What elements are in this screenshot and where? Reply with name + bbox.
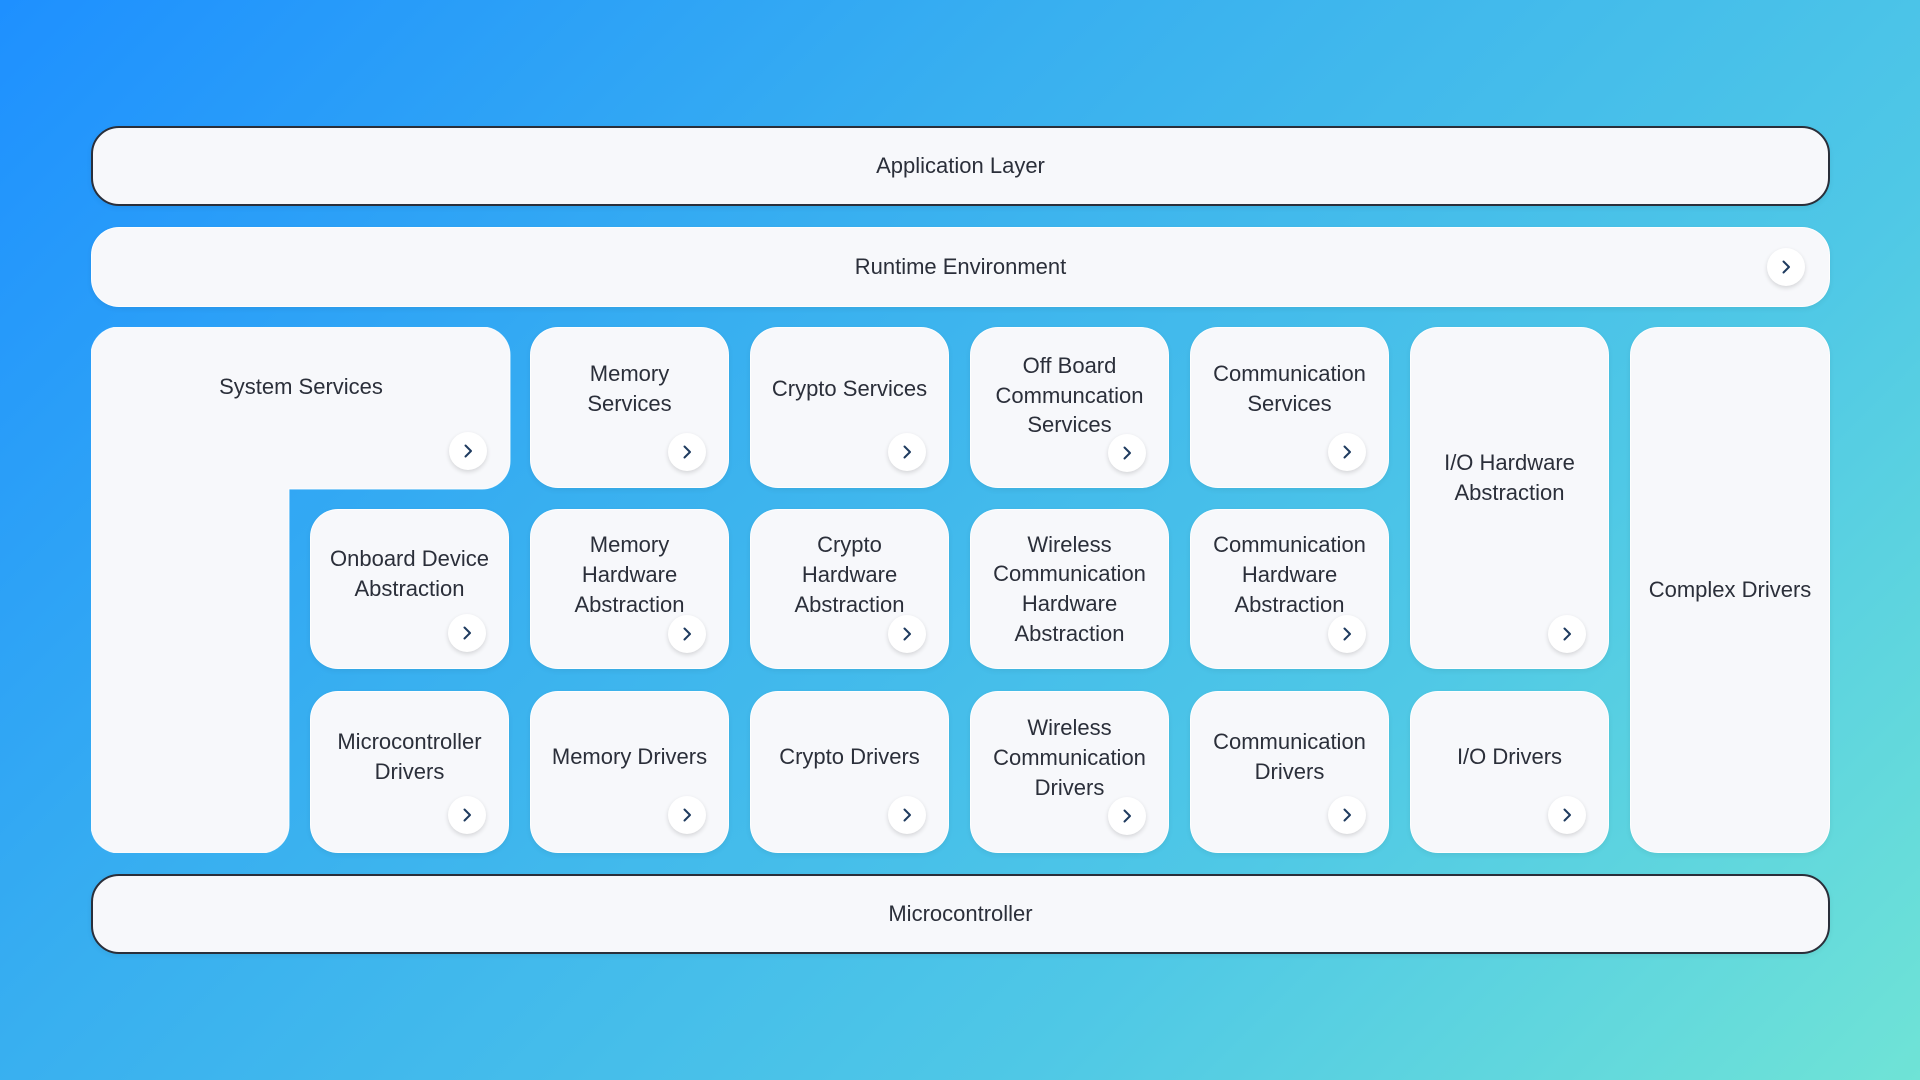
chevron-right-icon[interactable] (668, 796, 706, 834)
crypto-hardware-abstraction[interactable]: Crypto Hardware Abstraction (750, 509, 949, 669)
chevron-right-icon[interactable] (1548, 615, 1586, 653)
io-hardware-abstraction[interactable]: I/O Hardware Abstraction (1410, 327, 1609, 669)
offboard-communication-services[interactable]: Off Board Communcation Services (970, 327, 1169, 488)
memory-drivers-label: Memory Drivers (551, 744, 708, 770)
wireless-communication-drivers[interactable]: Wireless Communication Drivers (970, 691, 1169, 853)
application-layer-label: Application Layer (876, 153, 1045, 179)
complex-drivers[interactable]: Complex Drivers (1630, 327, 1830, 853)
system-services-panel[interactable] (91, 327, 511, 853)
offboard-communication-services-label: Off Board Communcation Services (995, 352, 1144, 438)
system-services-label-area: System Services (91, 327, 511, 447)
microcontroller-layer-label: Microcontroller (888, 901, 1033, 927)
io-drivers-label: I/O Drivers (1456, 744, 1563, 770)
communication-services[interactable]: Communication Services (1190, 327, 1389, 488)
crypto-drivers[interactable]: Crypto Drivers (750, 691, 949, 853)
communication-drivers-label: Communication Drivers (1213, 729, 1366, 784)
wireless-communication-drivers-label: Wireless Communication Drivers (993, 715, 1146, 800)
onboard-device-abstraction-label: Onboard Device Abstraction (330, 546, 489, 601)
chevron-right-icon[interactable] (1767, 248, 1805, 286)
chevron-right-icon[interactable] (888, 433, 926, 471)
chevron-right-icon[interactable] (668, 433, 706, 471)
application-layer[interactable]: Application Layer (91, 126, 1830, 206)
communication-drivers[interactable]: Communication Drivers (1190, 691, 1389, 853)
memory-drivers[interactable]: Memory Drivers (530, 691, 729, 853)
chevron-right-icon[interactable] (449, 432, 487, 470)
system-services-label: System Services (219, 374, 383, 400)
communication-hardware-abstraction[interactable]: Communication Hardware Abstraction (1190, 509, 1389, 669)
memory-services[interactable]: Memory Services (530, 327, 729, 488)
wireless-communication-hardware-abstraction-label: Wireless Communication Hardware Abstract… (993, 531, 1146, 646)
onboard-device-abstraction[interactable]: Onboard Device Abstraction (310, 509, 509, 669)
chevron-right-icon[interactable] (1548, 796, 1586, 834)
chevron-right-icon[interactable] (888, 796, 926, 834)
chevron-right-icon[interactable] (1328, 615, 1366, 653)
crypto-drivers-label: Crypto Drivers (779, 744, 920, 770)
microcontroller-drivers-label: Microcontroller Drivers (337, 729, 482, 784)
memory-hardware-abstraction-label: Memory Hardware Abstraction (574, 532, 685, 617)
microcontroller-drivers[interactable]: Microcontroller Drivers (310, 691, 509, 853)
chevron-right-icon[interactable] (1108, 797, 1146, 835)
crypto-services-label: Crypto Services (771, 375, 928, 401)
chevron-right-icon[interactable] (888, 615, 926, 653)
complex-drivers-label: Complex Drivers (1648, 577, 1812, 603)
io-hardware-abstraction-label: I/O Hardware Abstraction (1444, 450, 1575, 505)
runtime-environment-label: Runtime Environment (854, 254, 1067, 280)
crypto-hardware-abstraction-label: Crypto Hardware Abstraction (794, 532, 905, 617)
memory-services-label: Memory Services (587, 360, 672, 416)
wireless-communication-hardware-abstraction[interactable]: Wireless Communication Hardware Abstract… (970, 509, 1169, 669)
chevron-right-icon[interactable] (1108, 434, 1146, 472)
communication-hardware-abstraction-label: Communication Hardware Abstraction (1213, 532, 1366, 617)
chevron-right-icon[interactable] (668, 615, 706, 653)
chevron-right-icon[interactable] (448, 614, 486, 652)
chevron-right-icon[interactable] (448, 796, 486, 834)
crypto-services[interactable]: Crypto Services (750, 327, 949, 488)
communication-services-label: Communication Services (1213, 360, 1366, 416)
chevron-right-icon[interactable] (1328, 796, 1366, 834)
memory-hardware-abstraction[interactable]: Memory Hardware Abstraction (530, 509, 729, 669)
chevron-right-icon[interactable] (1328, 433, 1366, 471)
runtime-environment[interactable]: Runtime Environment (91, 227, 1830, 307)
microcontroller-layer[interactable]: Microcontroller (91, 874, 1830, 954)
io-drivers[interactable]: I/O Drivers (1410, 691, 1609, 853)
